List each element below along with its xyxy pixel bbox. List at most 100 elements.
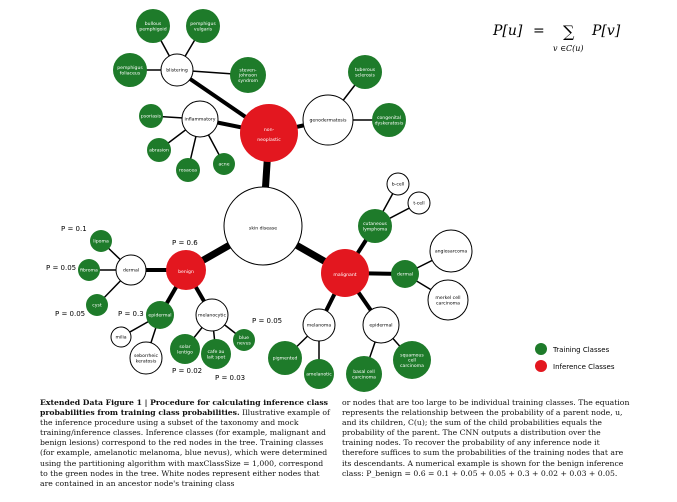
node-circle-scc <box>393 341 431 379</box>
node-label-acne: acne <box>218 163 229 168</box>
node-melanoma: melanoma <box>302 308 336 342</box>
node-label-pigmented: pigmented <box>273 356 298 362</box>
node-circle-bcell <box>386 172 410 196</box>
probability-label: P = 0.05 <box>252 317 282 325</box>
legend: Training Classes Inference Classes <box>535 343 615 372</box>
node-label-nonneo: non-neoplastic <box>257 128 281 143</box>
node-circle-cyst <box>86 294 108 316</box>
node-inflammatory: inflammatory <box>181 100 219 138</box>
node-label-amelanotic: amelanotic <box>306 372 332 378</box>
node-epidermalb: epidermal <box>146 301 174 329</box>
probability-label: P = 0.3 <box>118 310 144 318</box>
node-dermalm: dermal <box>391 260 419 288</box>
node-circle-tcell <box>407 191 431 215</box>
node-circle-pfol <box>113 53 147 87</box>
node-circle-malignant <box>321 249 369 297</box>
node-melanocytic: melanocytic <box>195 298 229 332</box>
node-label-abrasion: abrasion <box>149 148 169 154</box>
node-label-angiosarcoma: angiosarcoma <box>435 249 468 255</box>
node-label-psoriasis: psoriasis <box>141 114 162 120</box>
node-cyst: cyst <box>86 294 108 316</box>
node-circle-pigmented <box>268 341 302 375</box>
node-label-dermalb: dermal <box>123 268 139 274</box>
probability-label: P = 0.05 <box>55 310 85 318</box>
node-amelanotic: amelanotic <box>304 359 334 389</box>
node-circle-milia <box>110 326 132 348</box>
node-circle-nonneo <box>240 104 298 162</box>
node-circle-sjs <box>230 57 266 93</box>
node-label-lipoma: lipoma <box>93 239 109 245</box>
legend-inference-swatch <box>535 360 547 372</box>
equation-sum-symbol: ∑ <box>563 22 575 41</box>
node-skin: skin disease <box>223 186 303 266</box>
node-label-skin: skin disease <box>249 226 277 232</box>
caption-left-body: Illustrative example of the inference pr… <box>40 408 330 488</box>
node-circle-amelanotic <box>304 359 334 389</box>
node-circle-bullous <box>136 9 170 43</box>
node-circle-inflammatory <box>181 100 219 138</box>
equation-lhs: P[u] <box>492 23 523 39</box>
node-label-cyst: cyst <box>92 303 102 309</box>
equation-equals: = <box>533 23 545 39</box>
node-milia: milia <box>110 326 132 348</box>
caption-right-column: or nodes that are too large to be indivi… <box>342 398 634 479</box>
node-circle-melanoma <box>302 308 336 342</box>
tree-nodes: skin disease non-neoplastic benign malignan… <box>78 9 473 392</box>
node-rosacea: rosacea <box>176 158 200 182</box>
node-blistering: blistering <box>160 53 194 87</box>
node-circle-geno <box>302 94 354 146</box>
node-circle-dermalm <box>391 260 419 288</box>
node-circle-epidermalb <box>146 301 174 329</box>
node-malignant: malignant <box>321 249 369 297</box>
node-fibroma: fibroma <box>78 259 100 281</box>
node-circle-fibroma <box>78 259 100 281</box>
node-label-rosacea: rosacea <box>179 168 197 174</box>
node-label-fibroma: fibroma <box>80 268 98 274</box>
node-circle-cafe <box>201 339 231 369</box>
node-circle-skin <box>223 186 303 266</box>
node-circle-abrasion <box>147 138 171 162</box>
node-angiosarcoma: angiosarcoma <box>429 229 473 273</box>
node-circle-cutlymph <box>358 209 392 243</box>
node-psoriasis: psoriasis <box>139 104 163 128</box>
node-circle-bluenevus <box>233 329 255 351</box>
node-circle-congenital <box>372 103 406 137</box>
node-label-melanocytic: melanocytic <box>198 313 226 319</box>
node-circle-epidermalm <box>362 306 400 344</box>
node-label-milia: milia <box>115 335 126 341</box>
node-circle-solar <box>170 334 200 364</box>
node-circle-pvulg <box>186 9 220 43</box>
node-epidermalm: epidermal <box>362 306 400 344</box>
equation-rhs: P[v] <box>591 23 621 39</box>
node-label-blistering: blistering <box>166 68 188 74</box>
node-circle-blistering <box>160 53 194 87</box>
node-label-benign: benign <box>178 269 194 275</box>
node-circle-bcc <box>346 356 382 392</box>
node-abrasion: abrasion <box>147 138 171 162</box>
equation: P[u] = ∑ P[v] v ∈C(u) <box>492 22 621 53</box>
probability-label: P = 0.03 <box>215 374 245 382</box>
node-circle-merkel <box>427 279 469 321</box>
node-circle-sebk <box>129 341 163 375</box>
legend-inference-label: Inference Classes <box>553 363 615 371</box>
node-circle-melanocytic <box>195 298 229 332</box>
node-label-malignant: malignant <box>333 272 356 278</box>
